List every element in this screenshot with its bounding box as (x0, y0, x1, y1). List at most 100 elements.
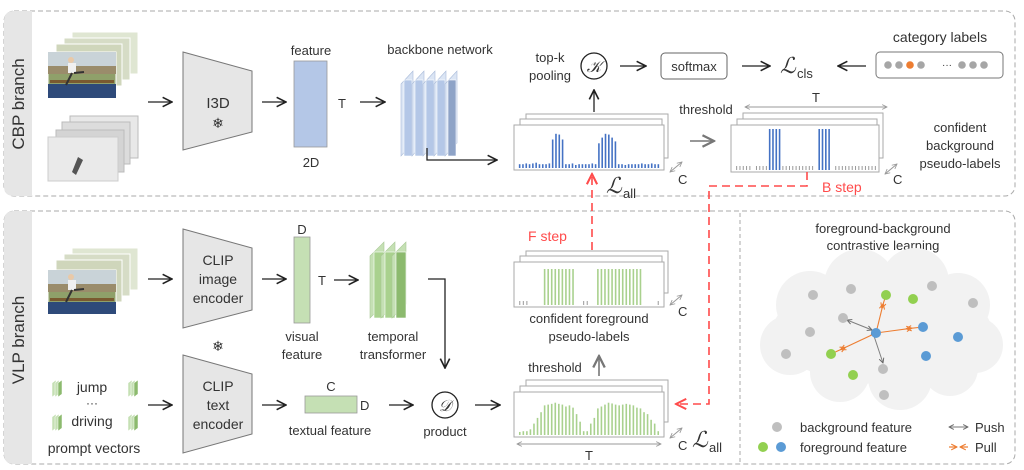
background-feature-point (878, 364, 888, 374)
cbp-branch-label: CBP branch (9, 58, 28, 149)
textual-feature-block (304, 395, 358, 414)
pull-arrow (841, 332, 877, 350)
category-label-dot (980, 61, 988, 69)
foreground-feature-point (881, 290, 891, 300)
category-label-dot (958, 61, 966, 69)
prompt-vectors-label: prompt vectors (48, 440, 141, 456)
confident-fg-label-2: pseudo-labels (549, 329, 630, 344)
clip-text-encoder-label-2: text (207, 397, 230, 413)
legend-blue-dot (776, 442, 786, 452)
feature-block (293, 60, 328, 148)
cbp-score-map: C (513, 113, 687, 187)
confident-bg-label-2: background (926, 138, 994, 153)
cbp-panel: CBP branch I3D (3, 10, 1016, 201)
confident-fg-label-1: confident foreground (529, 311, 648, 326)
background-feature-point (808, 290, 818, 300)
product-symbol: 𝒟 (439, 396, 455, 415)
category-ellipsis: ··· (942, 60, 952, 71)
legend-pull-label: Pull (975, 440, 997, 455)
cbp-loss-all-symbol: ℒ (606, 174, 623, 199)
backbone-slab (403, 79, 413, 157)
pooling-label-1: top-k (536, 50, 565, 65)
backbone-title: backbone network (387, 42, 493, 57)
loss-cls-subscript: cls (797, 66, 813, 81)
vlp-loss-all-subscript: all (709, 440, 722, 455)
background-feature-point (927, 281, 937, 291)
prompt-vector-icon (57, 379, 63, 398)
background-feature-point (968, 298, 978, 308)
vlp-rgb-frames (47, 247, 139, 315)
temporal-transformer-icon (369, 241, 407, 319)
background-feature-point (805, 327, 815, 337)
cbp-score-bars (518, 133, 660, 168)
visual-feature-dim-t: T (318, 273, 326, 288)
background-pseudo-label-map: T C (730, 90, 902, 187)
category-label-dots (884, 61, 988, 69)
transformer-slab (395, 251, 407, 319)
product-label: product (423, 424, 467, 439)
foreground-label-bars (519, 269, 659, 305)
contrastive-learning-panel: foreground-background contrastive learni… (758, 221, 1005, 455)
foreground-feature-point (908, 294, 918, 304)
confident-bg-label-3: pseudo-labels (920, 156, 1001, 171)
vlp-threshold-label: threshold (528, 360, 581, 375)
prompt-vector-icon (57, 413, 63, 432)
snowflake-icon: ❄ (212, 115, 224, 131)
clip-text-encoder-label-1: CLIP (202, 378, 233, 394)
pooling-label-2: pooling (529, 68, 571, 83)
vlp-score-bars (518, 402, 660, 435)
prompt-vector-icon (133, 413, 139, 432)
visual-feature-label-1: visual (285, 329, 318, 344)
i3d-encoder: I3D ❄ (182, 51, 253, 151)
background-feature-point (846, 284, 856, 294)
foreground-feature-point (918, 322, 928, 332)
feature-dim-2d: 2D (303, 155, 320, 170)
background-feature-point (781, 349, 791, 359)
category-label-dot (884, 61, 892, 69)
training-step-arrows (592, 172, 808, 404)
category-label-dot (969, 61, 977, 69)
vlp-loss-all-symbol: ℒ (692, 428, 709, 453)
flow-frames (47, 115, 139, 182)
category-label-dot (895, 61, 903, 69)
b-step-label: B step (822, 179, 862, 195)
cbp-label-strip (4, 11, 32, 196)
clip-image-encoder: CLIP image encoder (182, 228, 253, 329)
prompt-word-jump: jump (76, 379, 108, 395)
vlp-score-dim-t: T (585, 448, 593, 463)
clip-text-encoder: CLIP text encoder (182, 354, 253, 454)
rgb-frames (47, 31, 139, 99)
prompt-vector-icons (51, 379, 139, 432)
softmax-label: softmax (671, 59, 717, 74)
foreground-feature-point (921, 351, 931, 361)
pull-arrow (875, 328, 912, 334)
vlp-score-map: T C (513, 379, 687, 463)
cbp-loss-all-subscript: all (623, 186, 636, 201)
category-labels-box (875, 51, 1004, 79)
loss-cls: ℒ cls (780, 54, 813, 81)
legend-background-label: background feature (800, 420, 912, 435)
background-feature-point (879, 390, 889, 400)
foreground-pseudo-label-map: C (513, 250, 687, 319)
vlp-loss-all: ℒ all (692, 428, 722, 455)
visual-feature-label-2: feature (282, 347, 322, 362)
temporal-transformer-label-1: temporal (368, 329, 419, 344)
cbp-loss-all: ℒ all (606, 174, 636, 201)
textual-feature-label: textual feature (289, 423, 371, 438)
temporal-transformer-label-2: transformer (360, 347, 427, 362)
clip-image-encoder-label-1: CLIP (202, 252, 233, 268)
clip-image-encoder-label-2: image (199, 271, 237, 287)
pull-arrow (875, 304, 883, 334)
feature-dim-t: T (338, 96, 346, 111)
cbp-score-dim-c: C (678, 172, 687, 187)
backbone-slab (447, 79, 457, 157)
loss-cls-symbol: ℒ (780, 54, 797, 79)
prompt-word-driving: driving (71, 413, 112, 429)
product-node (431, 391, 459, 419)
vlp-label-strip (4, 211, 32, 464)
f-step-label: F step (528, 228, 567, 244)
confident-bg-label-1: confident (934, 120, 987, 135)
prompt-vector-icon (133, 379, 139, 398)
softmax-box (660, 52, 728, 80)
